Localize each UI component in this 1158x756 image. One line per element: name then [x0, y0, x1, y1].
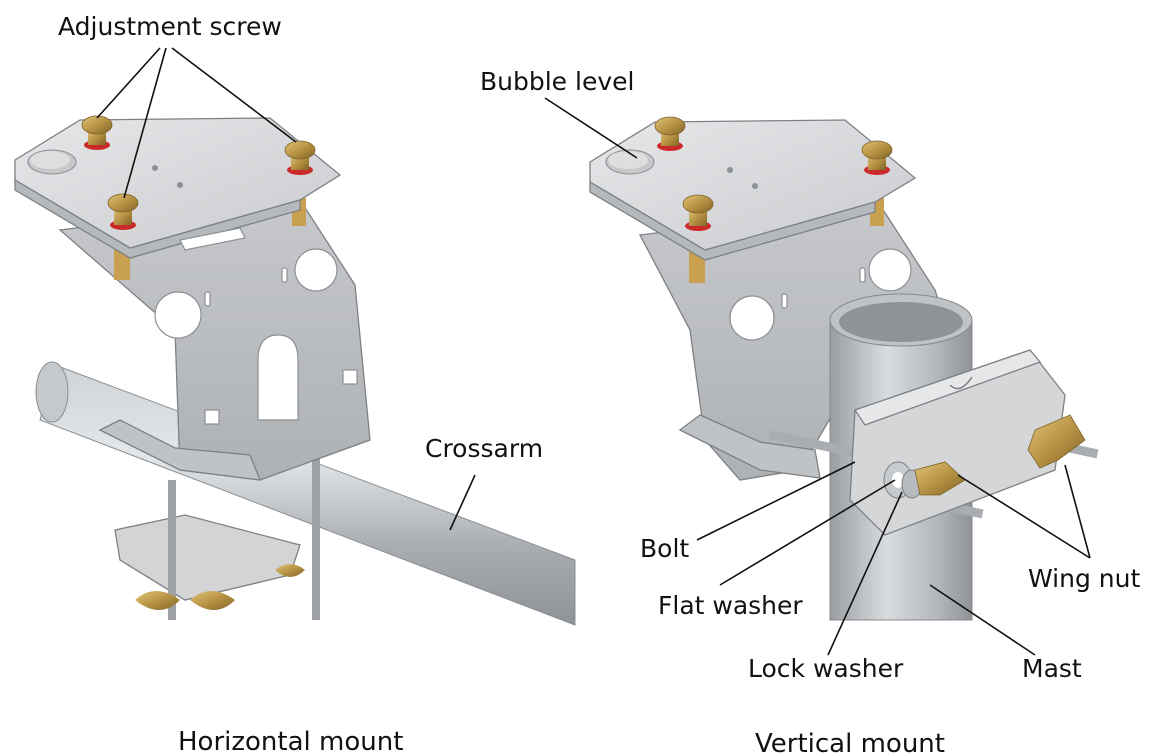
- lower-clamp-plate: [114, 430, 320, 620]
- adjustment-screw-knob: [682, 194, 714, 231]
- leveling-plate: [589, 119, 917, 261]
- horizontal-mount-illustration: [14, 115, 576, 626]
- leveling-plate: [14, 117, 342, 259]
- label-bolt: Bolt: [640, 534, 689, 563]
- caption-horizontal-mount: Horizontal mount: [178, 727, 403, 756]
- adjustment-screw-knob: [81, 115, 113, 150]
- leader-lines: [96, 47, 1091, 656]
- washers-and-wing-nuts: [883, 414, 1086, 499]
- adjustment-screws-left: [81, 115, 316, 230]
- labels: Adjustment screw Bubble level Crossarm B…: [58, 12, 1140, 683]
- label-flat-washer: Flat washer: [658, 591, 803, 620]
- label-lock-washer: Lock washer: [748, 654, 904, 683]
- vertical-mount-illustration: [589, 116, 1099, 621]
- label-mast: Mast: [1022, 654, 1082, 683]
- label-bubble-level: Bubble level: [480, 67, 634, 96]
- adjustment-screw-knob: [107, 193, 139, 230]
- adjustment-screws-right: [654, 116, 893, 231]
- crossarm-pipe: [35, 361, 576, 626]
- label-crossarm: Crossarm: [425, 434, 543, 463]
- adjustment-screw-knob: [284, 140, 316, 175]
- label-adjustment-screw: Adjustment screw: [58, 12, 282, 41]
- label-wing-nut: Wing nut: [1028, 564, 1140, 593]
- adjustment-screw-knob: [654, 116, 686, 151]
- captions: Horizontal mount Vertical mount: [178, 727, 945, 756]
- bracket-body: [58, 199, 371, 481]
- caption-vertical-mount: Vertical mount: [755, 729, 945, 756]
- adjustment-screw-knob: [861, 140, 893, 175]
